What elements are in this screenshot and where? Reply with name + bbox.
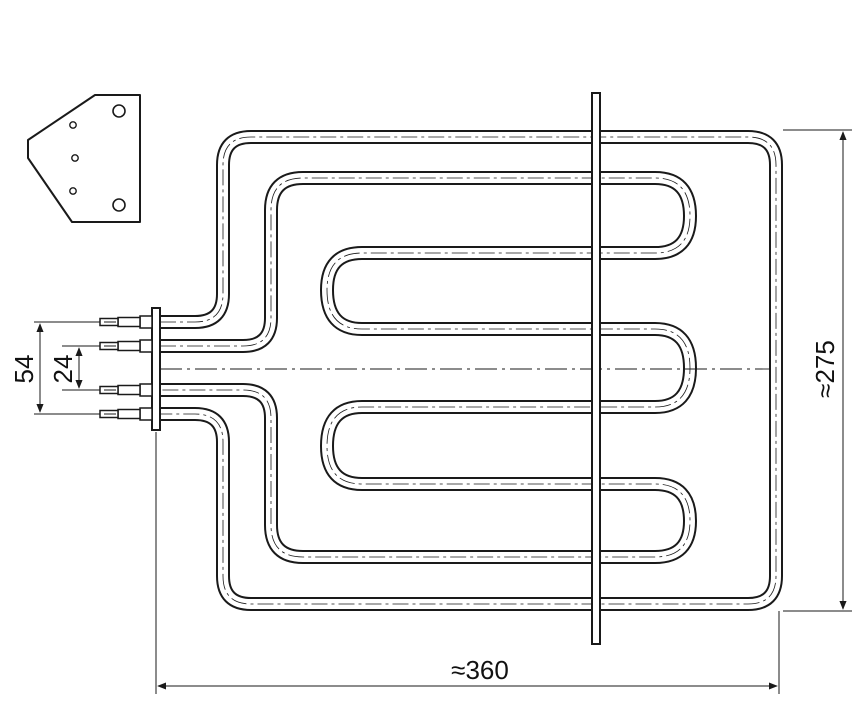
support-strip bbox=[591, 92, 601, 645]
terminal-3 bbox=[99, 383, 153, 397]
mounting-bracket bbox=[27, 94, 141, 223]
flange-plate bbox=[151, 307, 161, 431]
dimension-lines bbox=[34, 129, 852, 694]
dim-275-label: ≈275 bbox=[810, 340, 840, 398]
dim-54-label: 54 bbox=[9, 355, 39, 384]
inner-tube bbox=[160, 171, 697, 564]
terminal-1 bbox=[99, 315, 153, 329]
terminals bbox=[99, 315, 153, 421]
dim-24-label: 24 bbox=[48, 355, 78, 384]
heating-tubes bbox=[160, 130, 783, 611]
dim-360-label: ≈360 bbox=[451, 655, 509, 685]
terminal-2 bbox=[99, 339, 153, 353]
terminal-4 bbox=[99, 407, 153, 421]
